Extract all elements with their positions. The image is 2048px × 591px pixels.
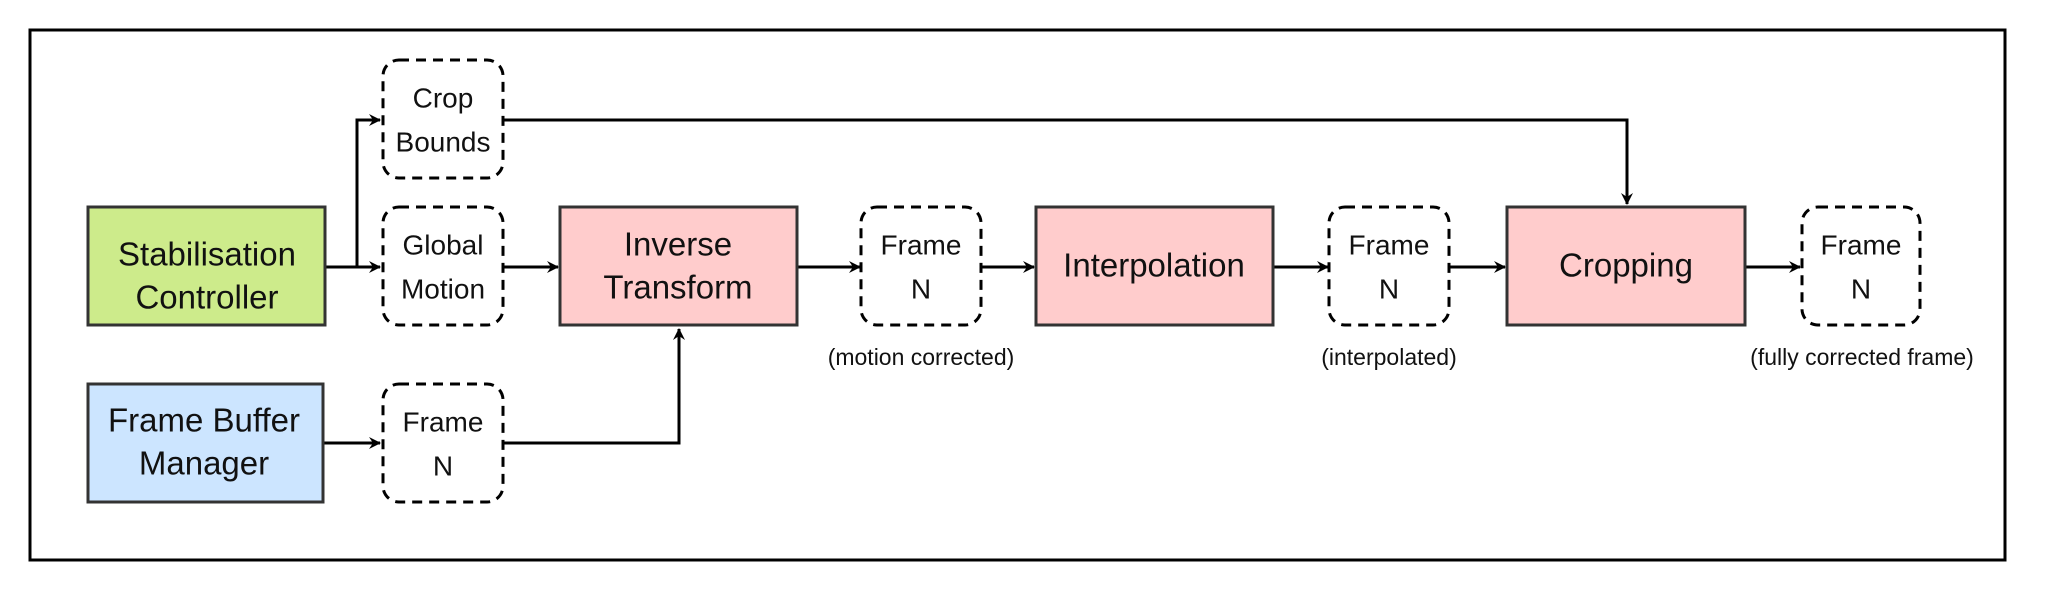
connectors (323, 114, 1801, 449)
frame-n-input-box (381, 382, 505, 504)
edge-frame-n-to-inverse-transform (503, 328, 685, 445)
frame-buffer-manager-box (86, 382, 325, 504)
crop-bounds-label-line2: Bounds (396, 126, 491, 157)
frame-n-motion-corrected-box (859, 205, 983, 327)
frame-n-motion-corrected-label-line1: Frame (881, 229, 962, 260)
frame-n-motion-corrected-label-line2: N (911, 273, 931, 304)
frame-n-output-label-line2: N (1851, 273, 1871, 304)
stabilisation-controller-label-line1: Stabilisation (118, 236, 296, 273)
frame-n-interpolated-box (1327, 205, 1451, 327)
edge-controller-to-crop-bounds (355, 114, 381, 267)
frame-n-motion-corrected-node: Frame N (motion corrected) (828, 205, 1015, 370)
crop-bounds-box (381, 58, 505, 180)
inverse-transform-node: Inverse Transform (558, 205, 799, 327)
frame-n-interpolated-label-line2: N (1379, 273, 1399, 304)
crop-bounds-label-line1: Crop (413, 82, 474, 113)
cropping-node: Cropping (1505, 205, 1747, 327)
cropping-label: Cropping (1559, 247, 1693, 284)
interpolation-box (1034, 205, 1275, 327)
inverse-transform-box (558, 205, 799, 327)
frame-buffer-manager-label-line2: Manager (139, 445, 269, 482)
frame-n-interpolated-node: Frame N (interpolated) (1321, 205, 1457, 370)
inverse-transform-label-line2: Transform (603, 269, 752, 306)
frame-n-input-label-line2: N (433, 450, 453, 481)
frame-n-interpolated-caption: (interpolated) (1321, 344, 1457, 370)
frame-n-motion-corrected-caption: (motion corrected) (828, 344, 1015, 370)
crop-bounds-node: Crop Bounds (381, 58, 505, 180)
cropping-box (1505, 205, 1747, 327)
frame-n-output-box (1800, 205, 1922, 327)
frame-buffer-manager-label-line1: Frame Buffer (108, 402, 300, 439)
stabilisation-controller-box (86, 205, 327, 327)
stabilisation-controller-node: Stabilisation Controller (86, 205, 327, 327)
frame-n-input-node: Frame N (381, 382, 505, 504)
frame-n-output-node: Frame N (fully corrected frame) (1750, 205, 1974, 370)
edge-crop-bounds-to-cropping (503, 118, 1633, 205)
frame-n-output-label-line1: Frame (1821, 229, 1902, 260)
global-motion-box (381, 205, 505, 327)
inverse-transform-label-line1: Inverse (624, 226, 732, 263)
global-motion-label-line2: Motion (401, 273, 485, 304)
global-motion-node: Global Motion (381, 205, 505, 327)
frame-n-input-label-line1: Frame (403, 406, 484, 437)
interpolation-label: Interpolation (1063, 247, 1245, 284)
frame-n-interpolated-label-line1: Frame (1349, 229, 1430, 260)
interpolation-node: Interpolation (1034, 205, 1275, 327)
outer-frame (28, 28, 2007, 562)
frame-n-output-caption: (fully corrected frame) (1750, 344, 1974, 370)
frame-buffer-manager-node: Frame Buffer Manager (86, 382, 325, 504)
stabilisation-controller-label-line2: Controller (135, 279, 278, 316)
global-motion-label-line1: Global (403, 229, 484, 260)
